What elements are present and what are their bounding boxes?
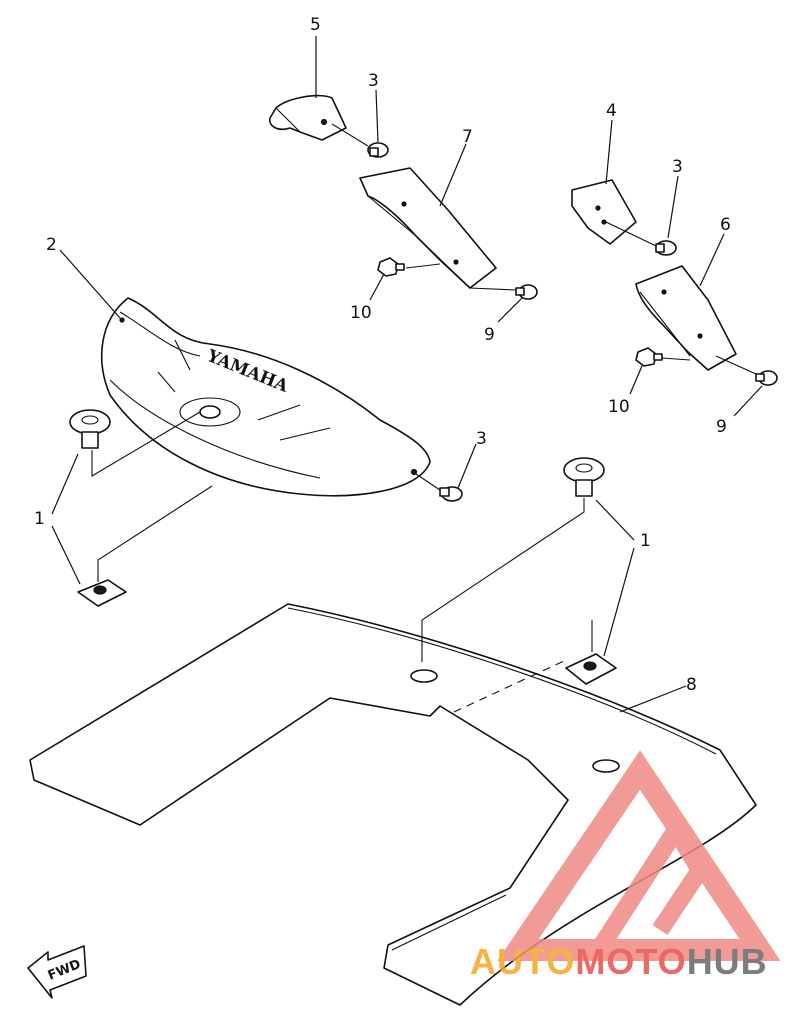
part-6-bracket: [635, 265, 737, 371]
screw-3-right: [655, 240, 677, 256]
watermark-hub: HUB: [687, 941, 768, 982]
callout-2: 2: [46, 235, 57, 255]
watermark: AUTOMOTOHUB: [470, 750, 781, 982]
callout-3-mid: 3: [476, 429, 487, 449]
part-5-bracket: [268, 94, 347, 141]
callout-9-right: 9: [716, 417, 727, 437]
leader-lines: [51, 36, 763, 713]
callout-6: 6: [720, 215, 731, 235]
grommet-1-left: [69, 409, 111, 449]
callout-1-left: 1: [34, 509, 45, 529]
callout-3-right: 3: [672, 157, 683, 177]
screw-9-mid: [515, 284, 538, 300]
part-4-plate: [571, 179, 637, 245]
screw-9-right: [755, 370, 778, 386]
part-8-floor-plate: [29, 603, 757, 1006]
callout-3-top: 3: [368, 71, 379, 91]
callouts: 5 3 7 4 3 6 2 10 9 10 9 3 1 1 8: [34, 15, 731, 695]
part-2-front-cover: YAMAHA: [100, 297, 431, 497]
screw-3-mid: [439, 486, 463, 502]
watermark-logo-icon: [497, 750, 781, 961]
nut-10-mid: [377, 257, 405, 277]
fwd-arrow: FWD: [27, 945, 87, 999]
nut-10-right: [635, 347, 663, 367]
watermark-text: AUTOMOTOHUB: [470, 941, 768, 982]
callout-1-right: 1: [640, 531, 651, 551]
callout-5: 5: [310, 15, 321, 35]
watermark-moto: MOTO: [575, 941, 686, 982]
callout-7: 7: [462, 127, 473, 147]
fasteners: [69, 142, 778, 685]
callout-10-right: 10: [608, 397, 630, 417]
callout-9-mid: 9: [484, 325, 495, 345]
plate-nut-1-right: [565, 653, 617, 685]
callout-4: 4: [606, 101, 617, 121]
plate-nut-1-left: [77, 579, 127, 607]
callout-8: 8: [686, 675, 697, 695]
grommet-1-right: [563, 457, 605, 497]
callout-10-mid: 10: [350, 303, 372, 323]
watermark-auto: AUTO: [470, 941, 575, 982]
screw-3-top: [367, 142, 389, 158]
part-7-bracket: [359, 167, 497, 289]
assembly-lines: [91, 123, 757, 713]
